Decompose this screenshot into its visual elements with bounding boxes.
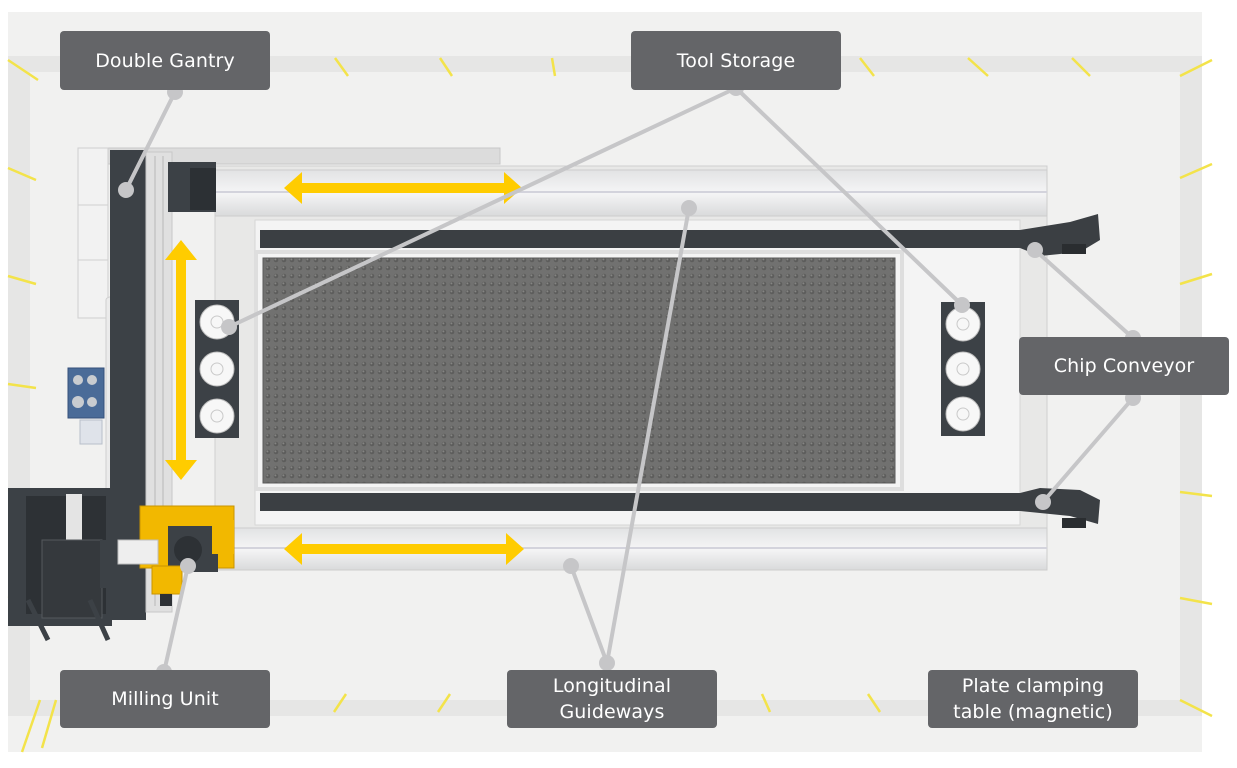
leader-lines: [124, 86, 1135, 674]
leader-dots: [118, 80, 1141, 680]
label-longitudinal-guideways: Longitudinal Guideways: [507, 670, 717, 728]
operator-cabin: [8, 488, 134, 642]
label-chip-conveyor: Chip Conveyor: [1019, 337, 1229, 395]
arrow-vertical: [165, 240, 197, 480]
label-milling-unit: Milling Unit: [60, 670, 270, 728]
electrical-cabinet: [67, 367, 105, 445]
motion-arrows: [165, 172, 524, 565]
label-tool-storage: Tool Storage: [631, 31, 841, 90]
tool-storage-left: [195, 300, 239, 438]
label-plate-clamping-table: Plate clamping table (magnetic): [928, 670, 1138, 728]
plate-clamping-table: [262, 257, 896, 484]
floor-border-top: [8, 56, 1202, 72]
chip-conveyor-trough-bottom: [260, 493, 1020, 511]
arrow-horizontal-top: [284, 172, 522, 204]
tool-storage-right: [941, 302, 985, 436]
plate-clamping-table-edge: [254, 250, 904, 491]
chip-conveyor-trough-top: [260, 230, 1020, 248]
label-double-gantry: Double Gantry: [60, 31, 270, 90]
arrow-horizontal-bottom: [284, 533, 524, 565]
